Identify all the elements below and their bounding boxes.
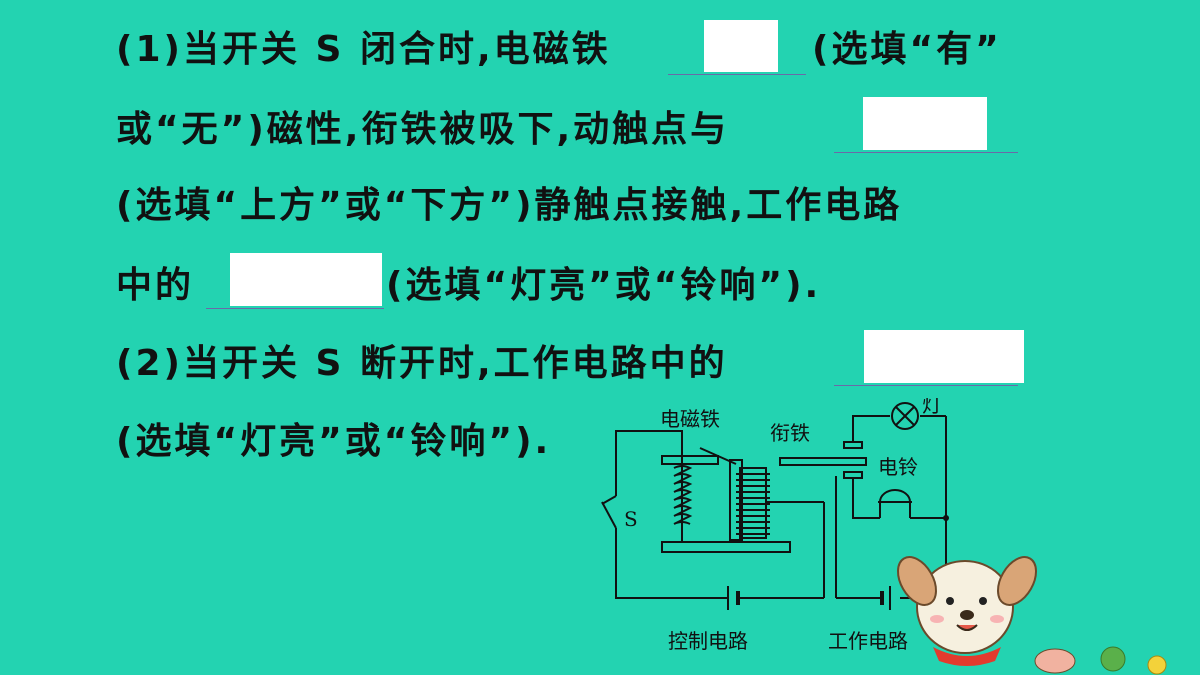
junction-dot xyxy=(943,515,949,521)
answer-underline-4 xyxy=(834,385,1018,386)
answer-blank-4[interactable] xyxy=(864,330,1024,383)
line4-head-text: 中的 xyxy=(116,265,195,306)
answer-blank-1[interactable] xyxy=(704,20,778,72)
label-bell: 电铃 xyxy=(878,455,918,479)
answer-underline-3 xyxy=(206,308,384,309)
question-line-4-head: 中的 xyxy=(116,264,194,308)
label-switch: S xyxy=(624,507,638,531)
line6-text: (选填“灯亮”或“铃响”). xyxy=(116,421,552,462)
circuit-diagram: 电磁铁 衔铁 灯 电铃 S 控制电路 工作电路 xyxy=(601,398,949,653)
question-line-4-tail: (选填“灯亮”或“铃响”). xyxy=(386,264,821,308)
question-line-3: (选填“上方”或“下方”)静触点接触,工作电路 xyxy=(116,184,902,228)
answer-blank-3[interactable] xyxy=(230,253,382,306)
line4-tail-text: (选填“灯亮”或“铃响”). xyxy=(386,265,822,306)
line2-text: 或“无”)磁性,衔铁被吸下,动触点与 xyxy=(116,109,730,150)
puppy-mascot-icon xyxy=(897,556,1167,675)
answer-underline-1 xyxy=(668,74,806,75)
label-armature: 衔铁 xyxy=(770,421,810,445)
label-lamp: 灯 xyxy=(922,398,942,417)
question-line-6: (选填“灯亮”或“铃响”). xyxy=(116,420,551,464)
question-line-2: 或“无”)磁性,衔铁被吸下,动触点与 xyxy=(116,108,729,152)
line5-text: (2)当开关 S 断开时,工作电路中的 xyxy=(116,343,728,384)
label-electromagnet: 电磁铁 xyxy=(660,407,720,431)
label-control-circuit: 控制电路 xyxy=(668,629,748,653)
line1-text: (1)当开关 S 闭合时,电磁铁 xyxy=(116,29,611,70)
line3-text: (选填“上方”或“下方”)静触点接触,工作电路 xyxy=(116,185,903,226)
question-line-1: (1)当开关 S 闭合时,电磁铁 xyxy=(116,28,611,72)
answer-blank-2[interactable] xyxy=(863,97,987,150)
label-working-circuit: 工作电路 xyxy=(828,629,908,653)
line1-tail-text: (选填“有” xyxy=(812,29,1002,70)
question-line-5: (2)当开关 S 断开时,工作电路中的 xyxy=(116,342,728,386)
question-line-1-tail: (选填“有” xyxy=(812,28,1002,72)
answer-underline-2 xyxy=(834,152,1018,153)
